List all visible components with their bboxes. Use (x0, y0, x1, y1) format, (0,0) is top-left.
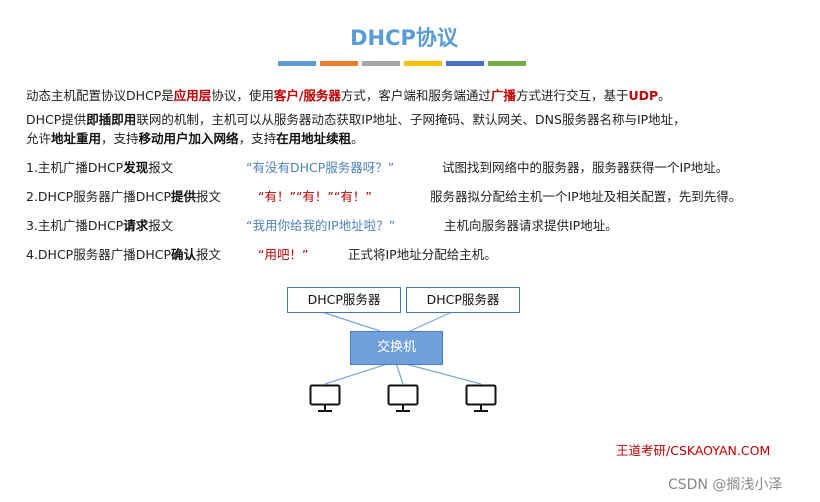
step-keyword: 请求 (123, 218, 149, 233)
keyword-client-server: 客户/服务器 (273, 88, 341, 103)
color-bar (446, 61, 484, 66)
step-keyword: 发现 (123, 160, 149, 175)
intro-paragraph-2-line-2: 允许地址重用，支持移动用户加入网络，支持在用地址续租。 (26, 131, 364, 146)
color-bar (320, 61, 358, 66)
color-bar (404, 61, 442, 66)
dhcp-server-node: DHCP服务器 (406, 287, 520, 313)
color-bar (362, 61, 400, 66)
step-quote: “有！”“有！”“有！” (258, 189, 372, 204)
computer-monitor-icon (387, 384, 419, 412)
footer-brand: 王道考研/CSKAOYAN.COM (616, 443, 771, 458)
keyword-address-reuse: 地址重用 (51, 131, 102, 146)
keyword-plug-and-play: 即插即用 (86, 112, 137, 127)
step-description: 服务器拟分配给主机一个IP地址及相关配置，先到先得。 (430, 189, 742, 204)
step-keyword: 确认 (171, 247, 197, 262)
step-keyword: 提供 (171, 189, 197, 204)
switch-node: 交换机 (350, 331, 443, 365)
color-bar (488, 61, 526, 66)
dhcp-server-node: DHCP服务器 (287, 287, 401, 313)
keyword-lease-renewal: 在用地址续租 (276, 131, 352, 146)
step-quote: “我用你给我的IP地址啦？” (246, 218, 396, 233)
step-quote: “有没有DHCP服务器呀？” (246, 160, 395, 175)
csdn-watermark: CSDN @搁浅小泽 (668, 477, 783, 493)
color-bar (278, 61, 316, 66)
intro-paragraph-2-line-1: DHCP提供即插即用联网的机制，主机可以从服务器动态获取IP地址、子网掩码、默认… (26, 112, 686, 127)
page-title: DHCP协议 (350, 26, 458, 50)
computer-monitor-icon (309, 384, 341, 412)
keyword-mobile-users: 移动用户加入网络 (138, 131, 239, 146)
computer-monitor-icon (465, 384, 497, 412)
keyword-udp: UDP (628, 88, 659, 103)
keyword-broadcast: 广播 (490, 88, 516, 103)
step-description: 试图找到网络中的服务器，服务器获得一个IP地址。 (442, 160, 729, 175)
intro-paragraph-1: 动态主机配置协议DHCP是应用层协议，使用客户/服务器方式，客户端和服务端通过广… (26, 88, 671, 103)
keyword-application-layer: 应用层 (173, 88, 212, 103)
step-quote: “用吧！” (258, 247, 309, 262)
step-description: 正式将IP地址分配给主机。 (348, 247, 497, 262)
step-description: 主机向服务器请求提供IP地址。 (444, 218, 618, 233)
